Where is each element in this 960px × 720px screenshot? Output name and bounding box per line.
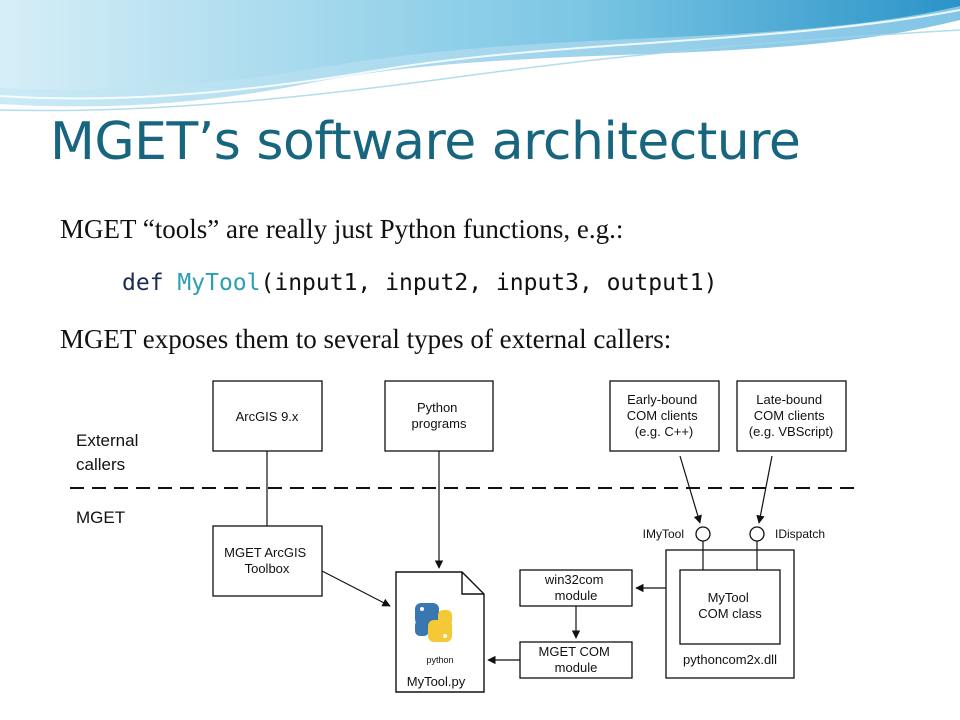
box-arcgis-toolbox [212,525,323,597]
box-python-programs-label: Python programs [412,400,467,431]
box-late-bound-com [736,380,847,452]
python-logo-icon [415,603,452,642]
bullet-tools-are-functions: MGET “tools” are really just Python func… [60,214,624,244]
box-early-bound-com [609,380,720,452]
arrow-late-to-idispatch [756,455,773,524]
bullet-exposes-callers: MGET exposes them to several types of ex… [60,324,672,354]
slide-title: MGET’s software architecture [50,112,801,172]
box-com-class-label: MyTool COM class [698,590,762,621]
box-arcgis [212,380,323,452]
arrow-early-to-imytool [679,455,702,524]
code-keyword: def [122,270,164,296]
interface-imytool-circle [695,526,711,542]
box-arcgis-toolbox-label: MGET ArcGIS Toolbox [224,545,310,576]
box-win32com-label: win32com module [544,572,607,603]
box-late-bound-com-label: Late-bound COM clients (e.g. VBScript) [749,392,834,439]
box-python-programs [384,380,494,452]
interface-imytool-label: IMyTool [643,527,684,541]
python-logo-text: python [426,655,453,665]
header-wave-banner [0,0,960,112]
code-function-name: MyTool [177,270,261,296]
box-com-class [679,569,781,645]
arrow-toolbox-to-file [321,570,391,607]
box-early-bound-com-label: Early-bound COM clients (e.g. C++) [627,392,701,439]
box-arcgis-label: ArcGIS 9.x [236,409,299,424]
box-mget-com-module-label: MGET COM module [539,644,614,675]
zone-label-external: External callers [76,431,143,474]
box-pythoncom-dll-label: pythoncom2x.dll [683,652,777,667]
code-params: (input1, input2, input3, output1) [260,270,718,296]
box-mget-com-module [519,641,633,679]
zone-label-mget: MGET [76,508,125,527]
architecture-diagram: External callers MGET ArcGIS 9.x Python … [70,380,858,693]
code-example: def MyTool(input1, input2, input3, outpu… [122,270,717,296]
interface-idispatch-circle [749,526,765,542]
file-mytool-py-label: MyTool.py [407,674,466,689]
interface-idispatch-label: IDispatch [775,527,825,541]
